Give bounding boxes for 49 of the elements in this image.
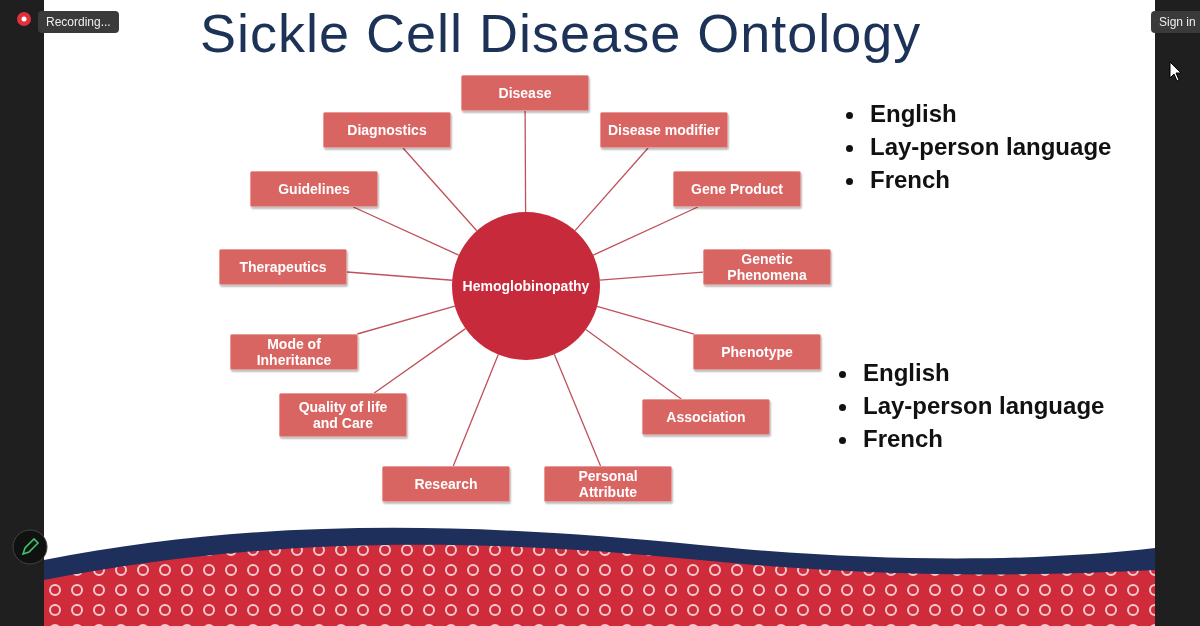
bullet-text: French — [863, 425, 943, 453]
connector-line — [596, 305, 695, 335]
node-label: Diagnostics — [346, 122, 428, 138]
connector-line — [592, 206, 699, 256]
connector-line — [356, 305, 456, 335]
category-box — [693, 334, 821, 370]
category-box — [230, 334, 358, 370]
connector-line — [352, 206, 460, 256]
category-box — [250, 171, 378, 207]
category-box — [219, 249, 347, 285]
connector-line — [553, 353, 602, 467]
node-label: Gene Product — [690, 181, 784, 197]
node-label: Phenotype — [720, 344, 794, 360]
category-box — [544, 466, 672, 502]
node-label: Personal Attribute — [577, 468, 639, 500]
connector-line — [599, 271, 704, 281]
category-box — [703, 249, 831, 285]
connector-line — [346, 271, 453, 281]
node-label: Research — [413, 476, 479, 492]
connector-line — [402, 147, 478, 232]
category-box — [461, 75, 589, 111]
node-label: Guidelines — [277, 181, 351, 197]
category-box — [642, 399, 770, 435]
connector-line — [574, 147, 649, 232]
recording-indicator: Recording... — [38, 11, 119, 33]
connector-line — [452, 353, 499, 467]
slide-title: Sickle Cell Disease Ontology — [200, 2, 922, 64]
bullet-text: French — [870, 166, 950, 194]
bullet-text: Lay-person language — [870, 133, 1112, 161]
node-label: Genetic Phenomena — [726, 251, 808, 283]
node-label: Mode of Inheritance — [255, 336, 333, 368]
connector-line — [524, 110, 527, 213]
category-box — [323, 112, 451, 148]
bullet-text: Lay-person language — [863, 392, 1105, 420]
category-box — [279, 393, 407, 437]
node-label: Disease modifier — [606, 122, 722, 138]
sign-in-button: Sign in — [1151, 11, 1200, 33]
category-box — [600, 112, 728, 148]
connector-line — [585, 328, 682, 400]
category-box — [673, 171, 801, 207]
node-label: Quality of life and Care — [297, 399, 389, 431]
bullet-text: English — [870, 100, 957, 128]
node-label: Association — [665, 409, 747, 425]
node-label: Therapeutics — [238, 259, 328, 275]
node-label: Hemoglobinopathy — [461, 278, 591, 294]
connector-line — [373, 328, 467, 394]
node-label: Disease — [497, 85, 553, 101]
category-box — [382, 466, 510, 502]
bullet-text: English — [863, 359, 950, 387]
